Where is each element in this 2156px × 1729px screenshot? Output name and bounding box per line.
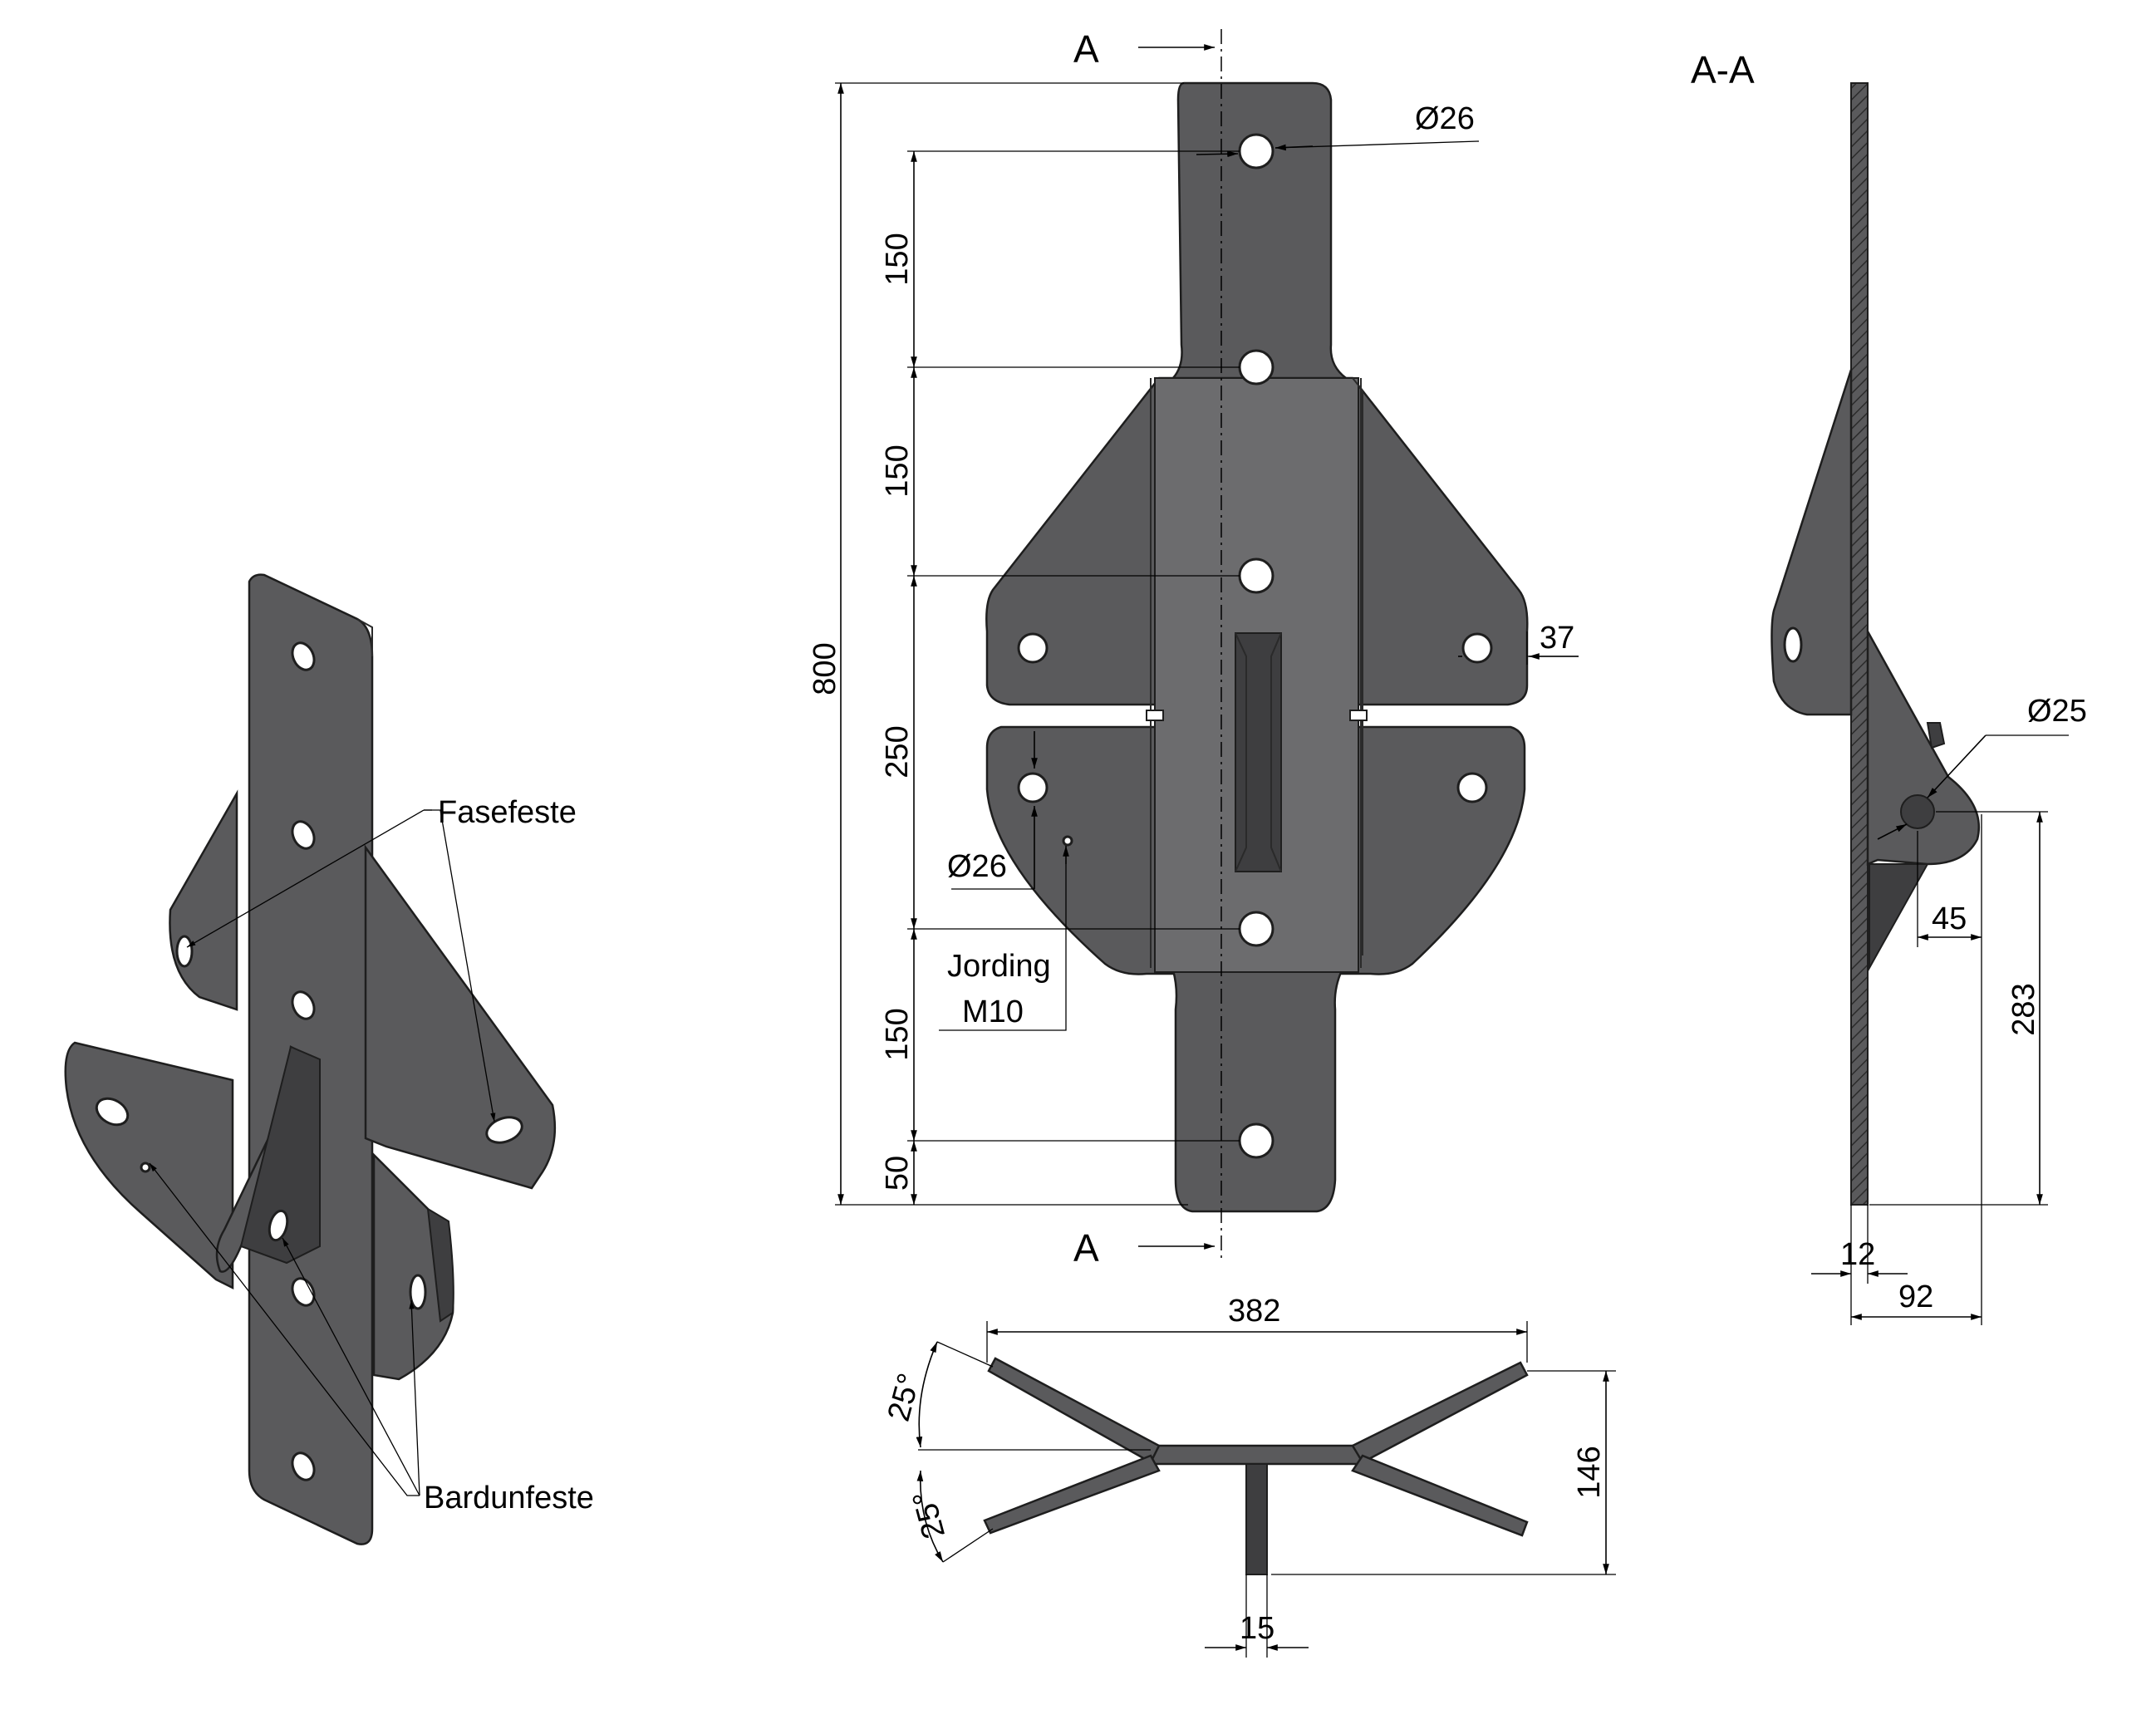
bottom-arm-ul xyxy=(987,1357,1161,1464)
section-lower-bracket xyxy=(1866,627,1981,866)
front-hole-2 xyxy=(1238,349,1274,386)
jording-line2: M10 xyxy=(962,995,1024,1029)
front-view: A A 800 150 150 250 150 50 Ø26 37 xyxy=(808,27,1579,1270)
front-bottom-strip xyxy=(1171,969,1343,1213)
bottom-view: 382 146 15 25° 25° xyxy=(882,1294,1616,1658)
front-hole-wing-ll xyxy=(1017,772,1049,803)
dim-pin-height: 283 xyxy=(2006,983,2041,1035)
iso-hole-2 xyxy=(291,820,316,850)
iso-ground-hole xyxy=(140,1162,151,1173)
dim-800: 800 xyxy=(808,642,842,695)
dim-depth: 92 xyxy=(1898,1280,1933,1314)
dim-hole-dia-side: Ø26 xyxy=(947,849,1007,884)
iso-hole-fin xyxy=(268,1209,289,1242)
dim-wing-offset: 37 xyxy=(1540,621,1574,656)
front-hole-3 xyxy=(1238,558,1274,594)
iso-upper-left-wing xyxy=(169,789,238,1011)
dim-width: 382 xyxy=(1228,1294,1280,1329)
front-hole-wing-ul xyxy=(1017,632,1049,664)
bottom-arm-ll xyxy=(983,1454,1161,1535)
front-hole-5 xyxy=(1238,1122,1274,1159)
iso-hole-upper-right xyxy=(485,1116,523,1144)
front-slot xyxy=(1235,632,1282,872)
front-center-strip xyxy=(1171,81,1349,380)
iso-hole-lower-left xyxy=(95,1097,130,1127)
dim-height-side: 146 xyxy=(1572,1446,1607,1498)
isometric-view: Fasefeste Bardunfeste xyxy=(64,573,594,1545)
dim-thickness: 12 xyxy=(1840,1237,1875,1272)
iso-hole-lower-right xyxy=(409,1274,427,1310)
front-hole-wing-ur xyxy=(1461,632,1493,664)
dim-hole-dia-top: Ø26 xyxy=(1415,101,1475,136)
fasefeste-label: Fasefeste xyxy=(438,795,577,830)
bottom-fin xyxy=(1245,1463,1268,1575)
iso-hole-1 xyxy=(291,641,316,671)
section-view: A-A Ø25 45 283 12 92 xyxy=(1691,48,2087,1325)
front-hole-wing-lr xyxy=(1456,772,1488,803)
iso-hole-3 xyxy=(291,990,316,1020)
section-pin xyxy=(1900,794,1935,829)
front-hole-1 xyxy=(1238,133,1274,169)
bardunfeste-label: Bardunfeste xyxy=(424,1481,594,1515)
dim-pin-dia: Ø25 xyxy=(2027,694,2087,729)
jording-line1: Jording xyxy=(947,949,1051,984)
iso-hole-4 xyxy=(291,1277,316,1307)
iso-upper-right-wing xyxy=(364,844,557,1190)
dim-pin-offset: 45 xyxy=(1932,901,1967,936)
section-a-bottom: A xyxy=(1073,1226,1099,1270)
dim-angle-upper: 25° xyxy=(882,1370,927,1425)
section-wing-hole xyxy=(1783,626,1803,663)
bottom-arm-ur xyxy=(1351,1361,1529,1464)
iso-hole-5 xyxy=(291,1451,316,1481)
front-center-band xyxy=(1154,377,1359,973)
section-upper-wing xyxy=(1770,369,1853,716)
dim-pitch-2: 150 xyxy=(880,445,915,497)
dim-pitch-3: 250 xyxy=(880,725,915,778)
section-lower-rib xyxy=(1869,863,1929,971)
front-hole-4 xyxy=(1238,911,1274,947)
dim-angle-lower: 25° xyxy=(906,1487,952,1542)
section-a-top: A xyxy=(1073,27,1099,71)
dim-pitch-4: 150 xyxy=(880,1008,915,1060)
dim-pitch-1: 150 xyxy=(880,233,915,285)
iso-hole-upper-left xyxy=(175,935,194,968)
bottom-arm-lr xyxy=(1351,1454,1529,1537)
dim-pitch-5: 50 xyxy=(880,1156,915,1191)
bottom-base xyxy=(1149,1444,1364,1466)
dim-slot-width: 15 xyxy=(1240,1611,1274,1646)
front-ground-hole xyxy=(1062,835,1073,847)
section-plate xyxy=(1850,82,1869,1206)
section-view-label: A-A xyxy=(1691,48,1755,91)
